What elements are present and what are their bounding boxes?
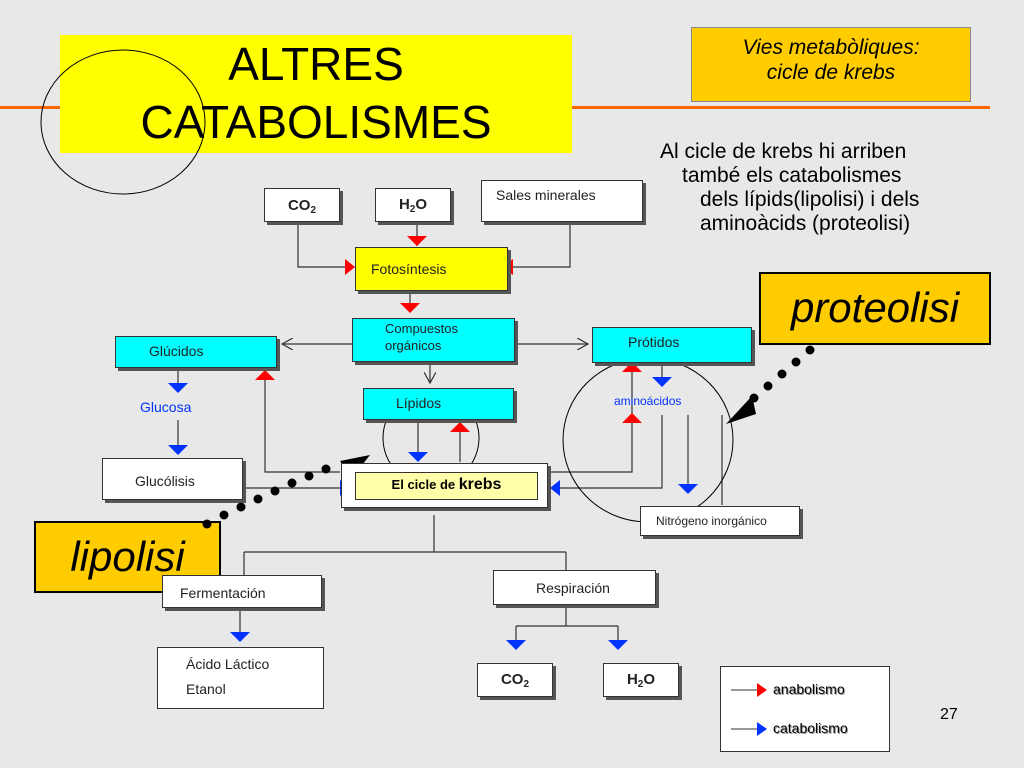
lipolisi-label: lipolisi [70, 533, 185, 580]
blue-arrow-krebs-right [550, 480, 560, 496]
h2o-bottom-box: H2O [603, 663, 679, 697]
blue-arrow-acido [230, 632, 250, 642]
krebs-word: krebs [458, 476, 502, 493]
nitrogeno-label: Nitrógeno inorgánico [656, 514, 767, 528]
h2o-top-o: O [415, 196, 428, 213]
compuestos-line-1: Compuestos [385, 321, 458, 336]
red-arrow-compuestos [400, 303, 420, 313]
title-circle [40, 49, 206, 195]
red-arrow-lipidos [450, 422, 470, 432]
red-arrow-co2 [345, 259, 355, 275]
co2-bottom-label: CO [500, 671, 524, 688]
krebs-prefix: El cicle de [391, 477, 459, 492]
co2-bottom-box: CO2 [477, 663, 553, 697]
badge-line-2: cicle de krebs [766, 61, 896, 85]
blue-arrow-nitrogeno [678, 484, 698, 494]
glucidos-label: Glúcidos [149, 343, 204, 359]
intro-line-2: també els catabolismes [682, 164, 902, 188]
sales-to-fotosintesis-line [510, 222, 571, 268]
glucosa-label: Glucosa [140, 399, 192, 415]
proteolisi-label: proteolisi [790, 284, 960, 331]
legend-box: anabolismo catabolismo [720, 666, 890, 752]
fermentacion-label: Fermentación [180, 585, 266, 601]
page-number: 27 [940, 706, 958, 723]
intro-line-3: dels lípids(lipolisi) i dels [700, 188, 920, 212]
sales-minerales-label: Sales minerales [496, 187, 596, 203]
h2o-bottom-h: H [626, 671, 638, 688]
topic-badge: Vies metabòliques: cicle de krebs [691, 27, 971, 102]
anabolic-arrowheads [255, 236, 642, 432]
red-arrow-aminoacidos [622, 413, 642, 423]
glucolisis-box: Glucólisis [102, 458, 243, 500]
lipidos-box: Lípidos [363, 388, 514, 420]
co2-to-fotosintesis-line [297, 222, 354, 268]
protidos-box: Prótidos [592, 327, 752, 363]
red-arrow-h2o [407, 236, 427, 246]
blue-arrow-glucosa [168, 383, 188, 393]
h2o-top-h: H [398, 196, 410, 213]
badge-line-1: Vies metabòliques: [742, 36, 920, 59]
intro-text: Al cicle de krebs hi arriben també els c… [660, 140, 1010, 237]
krebs-branch-lines [243, 515, 567, 575]
acido-lactico-label: Ácido Láctico [186, 656, 270, 672]
legend-catabolismo-label: catabolismo [773, 720, 848, 736]
nitrogeno-box: Nitrógeno inorgánico [640, 506, 800, 536]
blue-arrow-aminoacidos [652, 377, 672, 387]
respiracion-label: Respiración [536, 580, 610, 596]
aminoacidos-circle [562, 357, 734, 523]
legend-arrows [731, 683, 767, 736]
respiracion-box: Respiración [493, 570, 656, 605]
etanol-label: Etanol [186, 681, 226, 698]
productos-box: Ácido Láctico Etanol [157, 647, 324, 709]
h2o-bottom-o: O [643, 671, 656, 688]
proteolisi-callout: proteolisi [759, 272, 991, 345]
legend-anabolismo-label: anabolismo [773, 681, 845, 697]
red-arrow-protidos [622, 362, 642, 372]
sales-minerales-box: Sales minerales [481, 180, 643, 222]
co2-top-label: CO [287, 197, 311, 214]
red-arrow-sales [503, 259, 513, 275]
lipolisi-callout: lipolisi [34, 521, 221, 593]
compuestos-box: Compuestos orgánicos [352, 318, 515, 362]
title-line-1: ALTRES [228, 38, 404, 90]
intro-line-1: Al cicle de krebs hi arriben [660, 140, 907, 163]
krebs-to-glucidos-line [264, 380, 340, 473]
blue-arrow-h2o-bottom [608, 640, 628, 650]
slide-title: ALTRES CATABOLISMES [60, 35, 572, 153]
fotosintesis-box: Fotosíntesis [355, 247, 508, 291]
h2o-bottom-subscript: 2 [637, 679, 644, 690]
compuestos-line-2: orgánicos [385, 337, 442, 353]
krebs-inner-label: El cicle de krebs [355, 472, 538, 500]
krebs-to-aminoacidos-line [548, 372, 633, 473]
co2-top-box: CO2 [264, 188, 340, 222]
krebs-box: El cicle de krebs [341, 463, 548, 508]
legend-anabolismo-arrow [757, 683, 767, 697]
respiracion-branch-lines [515, 605, 619, 640]
legend-catabolismo-arrow [757, 722, 767, 736]
fermentacion-box: Fermentación [162, 575, 322, 608]
blue-arrow-glucolisis [168, 445, 188, 455]
aminoacidos-label: aminoácidos [614, 394, 682, 408]
h2o-top-box: H2O [375, 188, 451, 222]
h2o-top-subscript: 2 [409, 204, 416, 215]
co2-bottom-subscript: 2 [523, 679, 530, 690]
aminoacidos-to-krebs-line [560, 415, 663, 489]
protidos-label: Prótidos [628, 334, 680, 350]
title-line-2: CATABOLISMES [140, 96, 492, 148]
blue-arrow-lipidos-krebs [408, 452, 428, 462]
blue-arrow-co2-bottom [506, 640, 526, 650]
co2-top-subscript: 2 [310, 205, 317, 216]
intro-line-4: aminoàcids (proteolisi) [700, 212, 911, 236]
glucolisis-label: Glucólisis [135, 473, 195, 489]
fotosintesis-label: Fotosíntesis [371, 261, 447, 277]
proteolisi-pointer [726, 345, 815, 424]
glucidos-box: Glúcidos [115, 336, 277, 368]
red-arrow-glucidos [255, 370, 275, 380]
lipidos-label: Lípidos [396, 395, 442, 411]
